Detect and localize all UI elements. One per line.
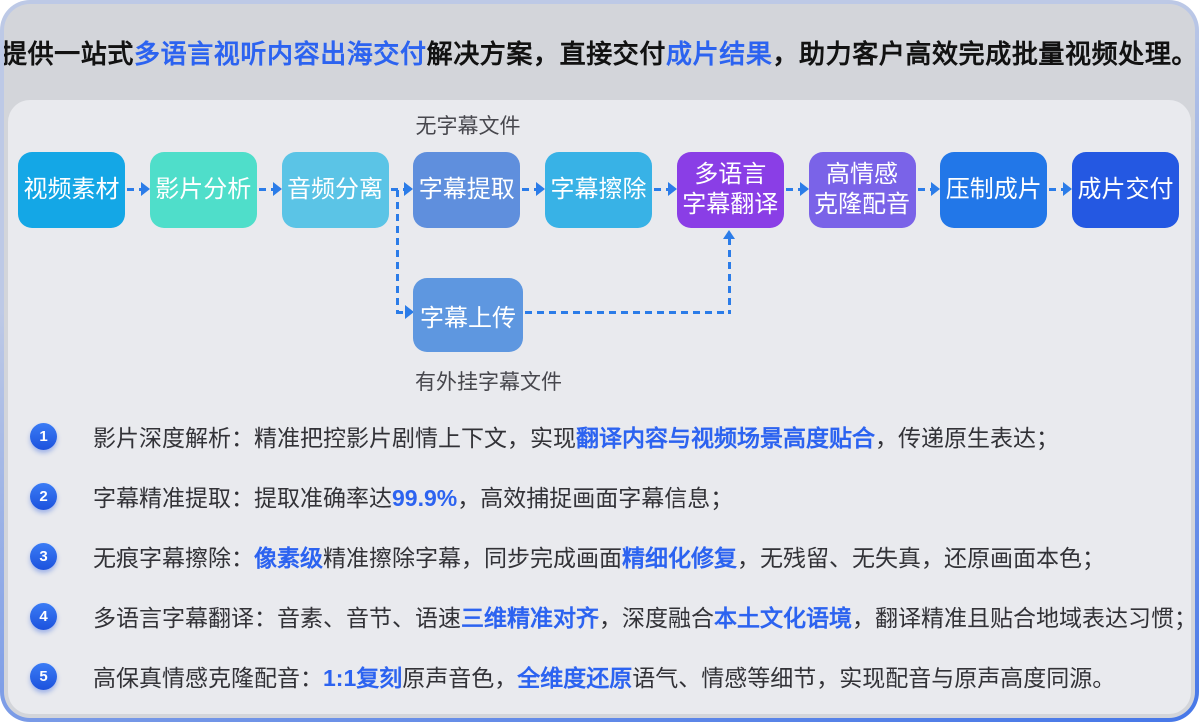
feature-row: 5 高保真情感克隆配音：1:1复刻原声音色，全维度还原语气、情感等细节，实现配音与… [8,646,1191,706]
feature-text: 多语言字幕翻译：音素、音节、语速三维精准对齐，深度融合本土文化语境，翻译精准且贴… [93,599,1195,633]
flow-arrow-icon [389,182,414,198]
flow-step: 高情感克隆配音 [808,152,916,228]
flow-arrow-icon [125,182,150,198]
highlight-text: 99.9% [392,485,458,511]
flow-arrow-icon [916,182,941,198]
feature-row: 2 字幕精准提取：提取准确率达99.9%，高效捕捉画面字幕信息； [8,466,1191,526]
highlight-text: 三维精准对齐 [461,605,599,631]
highlight-text: 全维度还原 [517,665,633,691]
text-segment: 精准擦除字幕，同步完成画面 [323,545,622,571]
arrowhead-right-icon [405,305,414,319]
flow-arrow-icon [520,182,545,198]
text-segment: ，翻译精准且贴合地域表达习惯； [852,605,1195,631]
highlight-text: 像素级 [254,545,323,571]
feature-row: 4 多语言字幕翻译：音素、音节、语速三维精准对齐，深度融合本土文化语境，翻译精准且… [8,586,1195,646]
flow-step-label: 成片交付 [1077,176,1174,203]
flow-arrow-icon [1047,182,1072,198]
feature-row: 1 影片深度解析：精准把控影片剧情上下文，实现翻译内容与视频场景高度贴合，传递原生… [8,406,1191,466]
flow-step: 视频素材 [18,152,125,228]
flow-arrow-icon [257,182,282,198]
branch-line-down [396,190,399,312]
text-segment: 无痕字幕擦除： [93,545,254,571]
text-segment: 原声音色， [402,665,518,691]
text-segment: 高保真情感克隆配音： [93,665,323,691]
highlight-text: 1:1复刻 [323,665,403,691]
feature-list: 1 影片深度解析：精准把控影片剧情上下文，实现翻译内容与视频场景高度贴合，传递原生… [8,406,1195,706]
branch-line-out-of-upload [525,311,730,314]
flow-step-label: 视频素材 [23,176,120,203]
highlight-text: 精细化修复 [622,545,737,571]
header-banner: 提供一站式多语言视听内容出海交付解决方案，直接交付成片结果，助力客户高效完成批量… [4,4,1195,100]
flow-arrow-icon [652,182,677,198]
flow-step: 音频分离 [281,152,389,228]
arrowhead-up-icon [723,230,735,239]
text-segment: 字幕精准提取：提取准确率达 [93,485,392,511]
feature-text: 高保真情感克隆配音：1:1复刻原声音色，全维度还原语气、情感等细节，实现配音与原… [93,659,1115,693]
feature-text: 字幕精准提取：提取准确率达99.9%，高效捕捉画面字幕信息； [93,479,733,513]
flow-step: 字幕擦除 [545,152,652,228]
text-segment: ，高效捕捉画面字幕信息； [457,485,734,511]
flow-step-label: 字幕翻译 [682,191,779,218]
flow-step: 影片分析 [149,152,257,228]
flow-step-label: 压制成片 [945,176,1042,203]
flow-step-label: 高情感 [826,161,898,188]
text-segment: 语气、情感等细节，实现配音与原声高度同源。 [632,665,1116,691]
text-segment: ，深度融合 [599,605,714,631]
feature-number-badge: 4 [30,602,57,630]
text-segment: ，传递原生表达； [875,425,1059,451]
flowchart-row: 视频素材影片分析音频分离字幕提取字幕擦除多语言字幕翻译高情感克隆配音压制成片成片… [18,152,1179,228]
feature-number-badge: 2 [30,482,57,510]
flow-step-label: 音频分离 [287,176,383,203]
feature-number-badge: 5 [30,662,57,690]
feature-number-badge: 1 [30,422,57,450]
highlight-text: 本土文化语境 [714,605,852,631]
highlight-text: 翻译内容与视频场景高度贴合 [576,425,875,451]
text-segment: 多语言字幕翻译：音素、音节、语速 [93,605,461,631]
flow-step: 压制成片 [940,152,1048,228]
branch-line-into-upload [396,311,406,314]
branch-line-up [728,238,731,314]
text-segment: ，助力客户高效完成批量视频处理。 [772,38,1195,69]
feature-number-badge: 3 [30,542,57,570]
text-segment: 影片深度解析：精准把控影片剧情上下文，实现 [93,425,576,451]
external-subtitle-file-label: 有外挂字幕文件 [415,371,562,394]
flow-step: 多语言字幕翻译 [676,152,784,228]
header-title: 提供一站式多语言视听内容出海交付解决方案，直接交付成片结果，助力客户高效完成批量… [4,34,1195,71]
feature-text: 影片深度解析：精准把控影片剧情上下文，实现翻译内容与视频场景高度贴合，传递原生表… [93,419,1059,453]
text-segment: ，无残留、无失真，还原画面本色； [737,545,1105,571]
highlight-text: 成片结果 [666,38,773,69]
content-panel: 无字幕文件 视频素材影片分析音频分离字幕提取字幕擦除多语言字幕翻译高情感克隆配音… [8,100,1195,714]
flow-step-label: 字幕提取 [418,176,515,203]
flow-step-label: 影片分析 [155,176,252,203]
flow-arrow-icon [784,182,809,198]
flow-step-label: 字幕擦除 [550,176,647,203]
card-inner: 提供一站式多语言视听内容出海交付解决方案，直接交付成片结果，助力客户高效完成批量… [4,4,1195,718]
highlight-text: 多语言视听内容出海交付 [134,38,427,69]
flow-step-label: 克隆配音 [814,191,910,218]
feature-text: 无痕字幕擦除：像素级精准擦除字幕，同步完成画面精细化修复，无残留、无失真，还原画… [93,539,1105,573]
no-subtitle-file-label: 无字幕文件 [415,115,521,138]
feature-row: 3 无痕字幕擦除：像素级精准擦除字幕，同步完成画面精细化修复，无残留、无失真，还原… [8,526,1191,586]
text-segment: 解决方案，直接交付 [426,38,667,69]
flow-step: 字幕提取 [413,152,521,228]
text-segment: 提供一站式 [4,38,134,69]
flow-step: 成片交付 [1072,152,1179,228]
flow-step-subtitle-upload: 字幕上传 [413,278,523,352]
flow-step-label: 多语言 [694,161,767,188]
